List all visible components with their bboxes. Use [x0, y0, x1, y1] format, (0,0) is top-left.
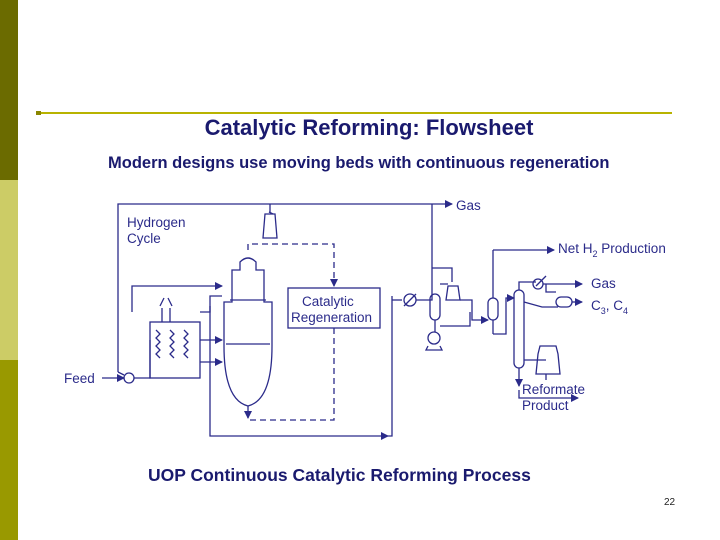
net-h2-label: Net H2 Production [558, 241, 666, 259]
hydrogen-return [117, 371, 125, 376]
heater-stack [161, 308, 171, 322]
c3-subscript: 3 [601, 306, 606, 316]
page-number: 22 [664, 497, 676, 508]
cycle-label: Cycle [127, 231, 161, 246]
reboiler [535, 345, 561, 375]
sidebar-band-top [0, 0, 18, 180]
product-pump [427, 331, 441, 345]
gas-top-label: Gas [456, 198, 481, 213]
sidebar-band-middle [0, 180, 18, 360]
c4-subscript: 4 [623, 306, 628, 316]
net-h2-subscript: 2 [593, 249, 598, 259]
reactor-stack [223, 257, 273, 407]
feed-label: Feed [64, 371, 95, 386]
c4-text: , C [606, 298, 624, 313]
slide-subtitle: Modern designs use moving beds with cont… [108, 154, 610, 172]
hydrogen-label: Hydrogen [127, 215, 186, 230]
header-rule [36, 112, 672, 114]
recontact-compressor [445, 285, 461, 301]
regeneration-label: Regeneration [291, 310, 372, 325]
diagram-caption: UOP Continuous Catalytic Reforming Proce… [148, 465, 531, 485]
overhead-drum [555, 296, 573, 308]
fired-heater [149, 321, 201, 379]
header-rule-marker [36, 111, 41, 115]
stabilizer-column [513, 289, 525, 369]
slide-title: Catalytic Reforming: Flowsheet [204, 115, 534, 140]
c3-text: C [591, 298, 601, 313]
net-h2-production: Production [598, 241, 666, 256]
regenerator-box [287, 287, 381, 329]
catalyst-lift-line [247, 243, 338, 287]
product-label: Product [522, 398, 569, 413]
sidebar-decoration [0, 0, 18, 540]
sidebar-band-bottom [0, 360, 18, 540]
catalyst-return-line [248, 328, 335, 421]
reformate-line [518, 390, 579, 402]
reformate-label: Reformate [522, 382, 585, 397]
feed-to-heater [134, 340, 151, 379]
catalytic-label: Catalytic [302, 294, 354, 309]
feed-pump [123, 372, 135, 384]
recontact-drum [487, 297, 499, 321]
gas-right-label: Gas [591, 276, 616, 291]
gas-recycle-line [117, 203, 432, 372]
c3-c4-label: C3, C4 [591, 298, 628, 316]
net-h2-text: Net H [558, 241, 593, 256]
slide-title-wrap: Catalytic Reforming: Flowsheet [0, 115, 720, 141]
recycle-compressor [262, 213, 278, 239]
